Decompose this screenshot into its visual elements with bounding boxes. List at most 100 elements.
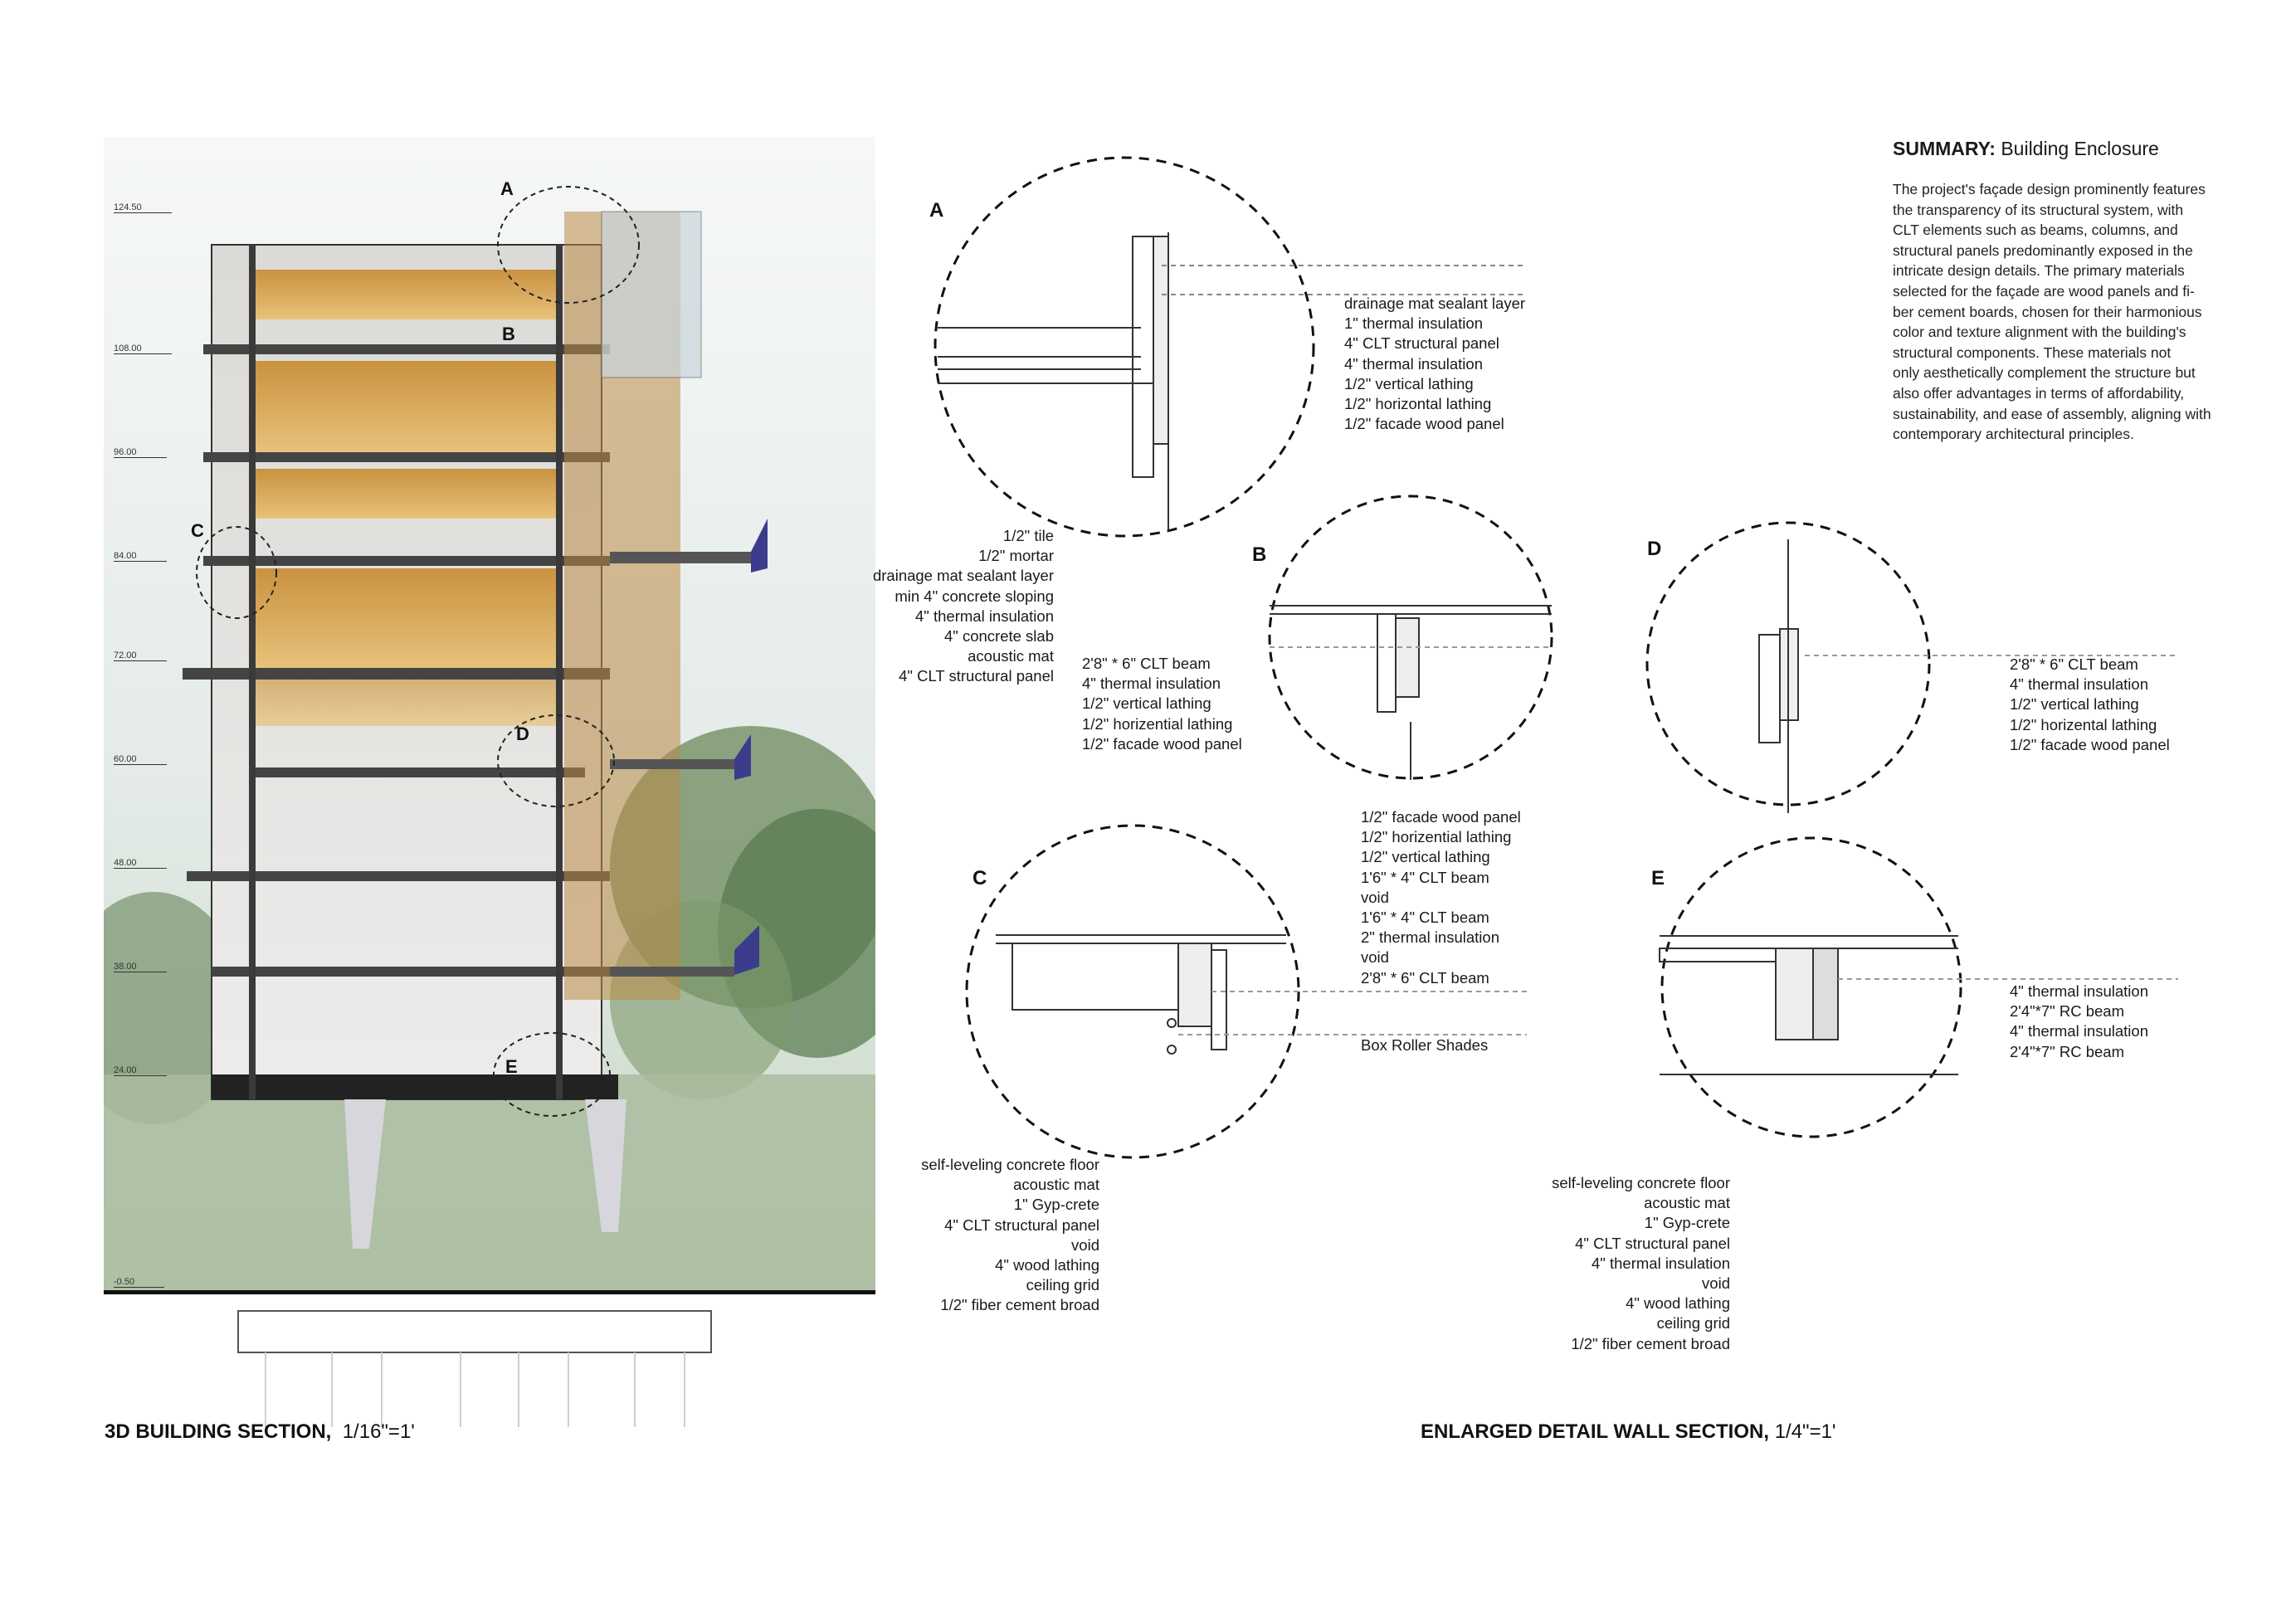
level-mark: 108.00 <box>114 344 172 354</box>
detail-a-wall-layers: drainage mat sealant layer 1" thermal in… <box>1344 294 1525 434</box>
summary-line: sustainability, and ease of assembly, al… <box>1893 405 2211 422</box>
summary-line: the transparency of its structural syste… <box>1893 201 2184 218</box>
detail-label-e: E <box>1651 867 1665 889</box>
detail-label-d: D <box>1647 538 1662 560</box>
summary-title: SUMMARY: Building Enclosure <box>1893 138 2159 160</box>
layer-label: 4" wood lathing <box>995 1256 1099 1274</box>
layer-label: self-leveling concrete floor <box>921 1156 1099 1173</box>
layer-label: 4" CLT structural panel <box>1344 334 1499 353</box>
detail-a-roof-layers: 1/2" tile 1/2" mortar drainage mat seala… <box>863 526 1054 687</box>
layer-label: 4" CLT structural panel <box>899 667 1054 685</box>
layer-label: 1/2" facade wood panel <box>2010 735 2170 753</box>
layer-label: 1/2" horizontal lathing <box>1344 395 1492 413</box>
layer-label: ceiling grid <box>1656 1314 1730 1333</box>
layer-label: 1'6" * 4" CLT beam <box>1361 909 1489 927</box>
summary-line: only aesthetically complement the struct… <box>1893 364 2196 382</box>
detail-e-layers: 4" thermal insulation 2'4"*7" RC beam 4"… <box>2010 982 2148 1062</box>
detail-label-a: A <box>929 199 944 222</box>
summary-line: structural components. These materials n… <box>1893 344 2172 361</box>
detail-section-title: ENLARGED DETAIL WALL SECTION, <box>1421 1420 1770 1443</box>
summary-line: ber cement boards, chosen for their harm… <box>1893 303 2202 320</box>
detail-d-layers: 2'8" * 6" CLT beam 4" thermal insulation… <box>2010 655 2170 755</box>
layer-label: 1" Gyp-crete <box>1644 1214 1730 1232</box>
level-mark: -0.50 <box>114 1278 165 1288</box>
layer-label: 1/2" vertical lathing <box>1344 374 1474 392</box>
layer-label: 1/2" facade wood panel <box>1082 734 1242 753</box>
building-section-scale: 1/16"=1' <box>342 1420 415 1443</box>
layer-label: 4" thermal insulation <box>2010 675 2148 694</box>
detail-section-scale: 1/4"=1' <box>1774 1420 1836 1443</box>
layer-label: 4" thermal insulation <box>915 607 1054 625</box>
layer-label: ceiling grid <box>1026 1276 1099 1294</box>
layer-label: 4" thermal insulation <box>1344 354 1483 373</box>
layer-label: 1/2" horizential lathing <box>1361 828 1512 846</box>
level-mark: 84.00 <box>114 552 167 562</box>
box-roller-shades-label: Box Roller Shades <box>1361 1036 1489 1054</box>
layer-label: 4" concrete slab <box>943 627 1054 646</box>
summary-title-bold: SUMMARY: <box>1893 138 1996 159</box>
building-section-image <box>104 137 875 1294</box>
layer-label: self-leveling concrete floor <box>1552 1174 1730 1191</box>
layer-label: 1/2" fiber cement broad <box>940 1296 1099 1314</box>
callout-c: C <box>191 520 204 541</box>
detail-section-caption: ENLARGED DETAIL WALL SECTION, 1/4"=1' <box>1421 1420 1836 1444</box>
layer-label: 1" thermal insulation <box>1344 314 1483 333</box>
layer-label: 1/2" mortar <box>978 547 1054 565</box>
layer-label: void <box>1702 1274 1730 1293</box>
detail-c-floor-layers: self-leveling concrete floor acoustic ma… <box>880 1155 1099 1316</box>
detail-circle-b <box>1268 495 1553 780</box>
foundation-drawing <box>237 1310 712 1427</box>
layer-label: 1" Gyp-crete <box>1013 1196 1099 1214</box>
level-mark: 24.00 <box>114 1066 167 1076</box>
callout-d: D <box>516 724 529 744</box>
layer-label: 2'8" * 6" CLT beam <box>2010 655 2138 673</box>
layer-label: 4" thermal insulation <box>1592 1254 1730 1272</box>
summary-line: color and texture alignment with the bui… <box>1893 324 2186 341</box>
layer-label: 1/2" fiber cement broad <box>1571 1334 1730 1352</box>
layer-label: 2'8" * 6" CLT beam <box>1082 655 1211 672</box>
level-mark: 48.00 <box>114 859 167 869</box>
level-mark: 124.50 <box>114 203 172 213</box>
level-mark: 96.00 <box>114 448 167 458</box>
layer-label: acoustic mat <box>1013 1176 1099 1194</box>
layer-label: 1/2" horizential lathing <box>1082 714 1233 733</box>
summary-line: selected for the façade are wood panels … <box>1893 282 2195 300</box>
summary-line: CLT elements such as beams, columns, and <box>1893 222 2178 239</box>
layer-label: 2'4"*7" RC beam <box>2010 1002 2125 1021</box>
layer-label: 4" CLT structural panel <box>944 1216 1099 1234</box>
summary-line: also offer advantages in terms of afford… <box>1893 384 2185 402</box>
layer-label: 1'6" * 4" CLT beam <box>1361 868 1489 886</box>
layer-label: 1/2" horizental lathing <box>2010 715 2157 733</box>
summary-line: contemporary architectural principles. <box>1893 426 2134 443</box>
level-mark: 38.00 <box>114 962 167 972</box>
detail-circle-d <box>1645 521 1931 806</box>
summary-line: The project's façade design prominently … <box>1893 181 2206 197</box>
summary-text: The project's façade design prominently … <box>1893 179 2241 445</box>
layer-label: 1/2" tile <box>1002 527 1054 544</box>
layer-label: 1/2" facade wood panel <box>1344 415 1504 433</box>
building-section-caption: 3D BUILDING SECTION, 1/16"=1' <box>105 1420 415 1444</box>
detail-label-c: C <box>973 867 987 889</box>
callout-a: A <box>500 178 514 199</box>
level-mark: 60.00 <box>114 755 167 765</box>
layer-label: 4" thermal insulation <box>2010 1022 2148 1040</box>
callout-circles <box>196 186 640 1117</box>
callout-e: E <box>505 1056 518 1077</box>
layer-label: void <box>1361 888 1389 906</box>
detail-circle-a <box>934 156 1315 538</box>
layer-label: 1/2" vertical lathing <box>2010 695 2139 714</box>
callout-b: B <box>502 324 515 344</box>
building-section-title: 3D BUILDING SECTION, <box>105 1420 332 1443</box>
detail-circle-e <box>1660 836 1962 1138</box>
summary-title-rest: Building Enclosure <box>1995 138 2159 159</box>
summary-line: structural panels predominantly exposed … <box>1893 241 2193 259</box>
building-section-render: 124.50 108.00 96.00 84.00 72.00 60.00 48… <box>104 137 875 1294</box>
detail-c-layers: 1/2" facade wood panel 1/2" horizential … <box>1361 807 1521 988</box>
layer-label: min 4" concrete sloping <box>895 587 1054 605</box>
layer-label: drainage mat sealant layer <box>1344 295 1526 312</box>
layer-label: 4" thermal insulation <box>2010 982 2148 1000</box>
building-floors <box>183 211 768 1249</box>
layer-label: drainage mat sealant layer <box>872 567 1054 585</box>
summary-line: intricate design details. The primary ma… <box>1893 262 2185 280</box>
